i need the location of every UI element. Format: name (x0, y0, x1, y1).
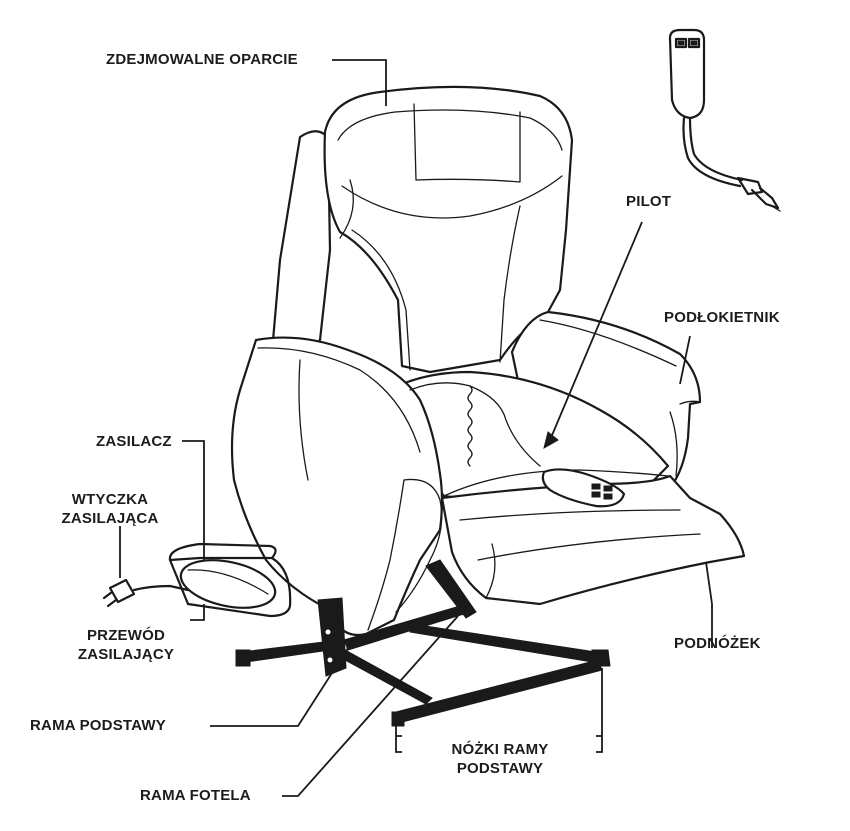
label-armrest: PODŁOKIETNIK (664, 309, 780, 326)
label-plug-line2: ZASILAJĄCA (61, 510, 159, 527)
power-plug-icon (102, 578, 190, 608)
base-frame (235, 559, 611, 727)
remote-control-icon (668, 28, 781, 212)
leader-remote (549, 221, 643, 441)
power-supply-icon (168, 542, 292, 618)
leader-power-supply (182, 440, 205, 560)
label-legs-line2: PODSTAWY (456, 760, 544, 777)
label-plug-line1: WTYCZKA (71, 491, 149, 508)
backrest-left-side (270, 130, 332, 358)
label-power-supply: ZASILACZ (96, 433, 172, 450)
label-plug: WTYCZKA ZASILAJĄCA (40, 490, 180, 528)
leader-chair-frame (282, 615, 459, 797)
label-remote: PILOT (626, 193, 672, 210)
label-cable: PRZEWÓD ZASILAJĄCY (66, 626, 186, 664)
recliner-chair (230, 85, 746, 637)
label-backrest: ZDEJMOWALNE OPARCIE (106, 51, 298, 68)
leader-armrest (679, 335, 691, 385)
label-cable-line1: PRZEWÓD (86, 627, 166, 644)
label-legs-line1: NÓŻKI RAMY (451, 741, 549, 758)
label-legs: NÓŻKI RAMY PODSTAWY (420, 740, 580, 778)
leader-legs-right (596, 735, 603, 753)
leader-backrest (332, 59, 387, 106)
label-base-frame: RAMA PODSTAWY (30, 717, 166, 734)
leader-base-frame (210, 647, 349, 727)
leader-cable (190, 604, 205, 621)
label-chair-frame: RAMA FOTELA (140, 787, 251, 804)
leader-legs-left (395, 735, 402, 753)
leader-lines (119, 59, 713, 797)
label-footrest: PODNÓŻEK (674, 635, 761, 652)
label-cable-line2: ZASILAJĄCY (77, 646, 175, 663)
leader-footrest (705, 561, 713, 648)
